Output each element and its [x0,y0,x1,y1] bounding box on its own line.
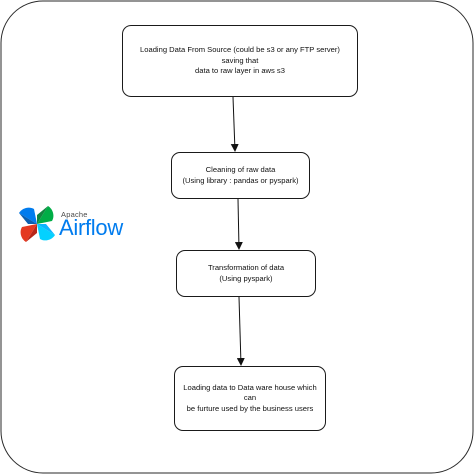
logo-brand-small: Apache [61,210,88,219]
step-clean-raw-box[interactable]: Cleaning of raw data (Using library : pa… [171,152,310,199]
step-transform-box[interactable]: Transformation of data (Using pyspark) [176,250,316,297]
step-load-source-box[interactable]: Loading Data From Source (could be s3 or… [122,25,358,97]
apache-airflow-logo: Apache Airflow [16,203,123,245]
arrow-step3-to-step4 [236,296,245,366]
arrow-step2-to-step3 [234,198,243,250]
step-load-warehouse-box[interactable]: Loading data to Data ware house which ca… [174,366,326,431]
logo-brand-large: Airflow [59,215,123,240]
arrow-step1-to-step2 [230,96,239,152]
airflow-pinwheel-icon [19,206,55,242]
